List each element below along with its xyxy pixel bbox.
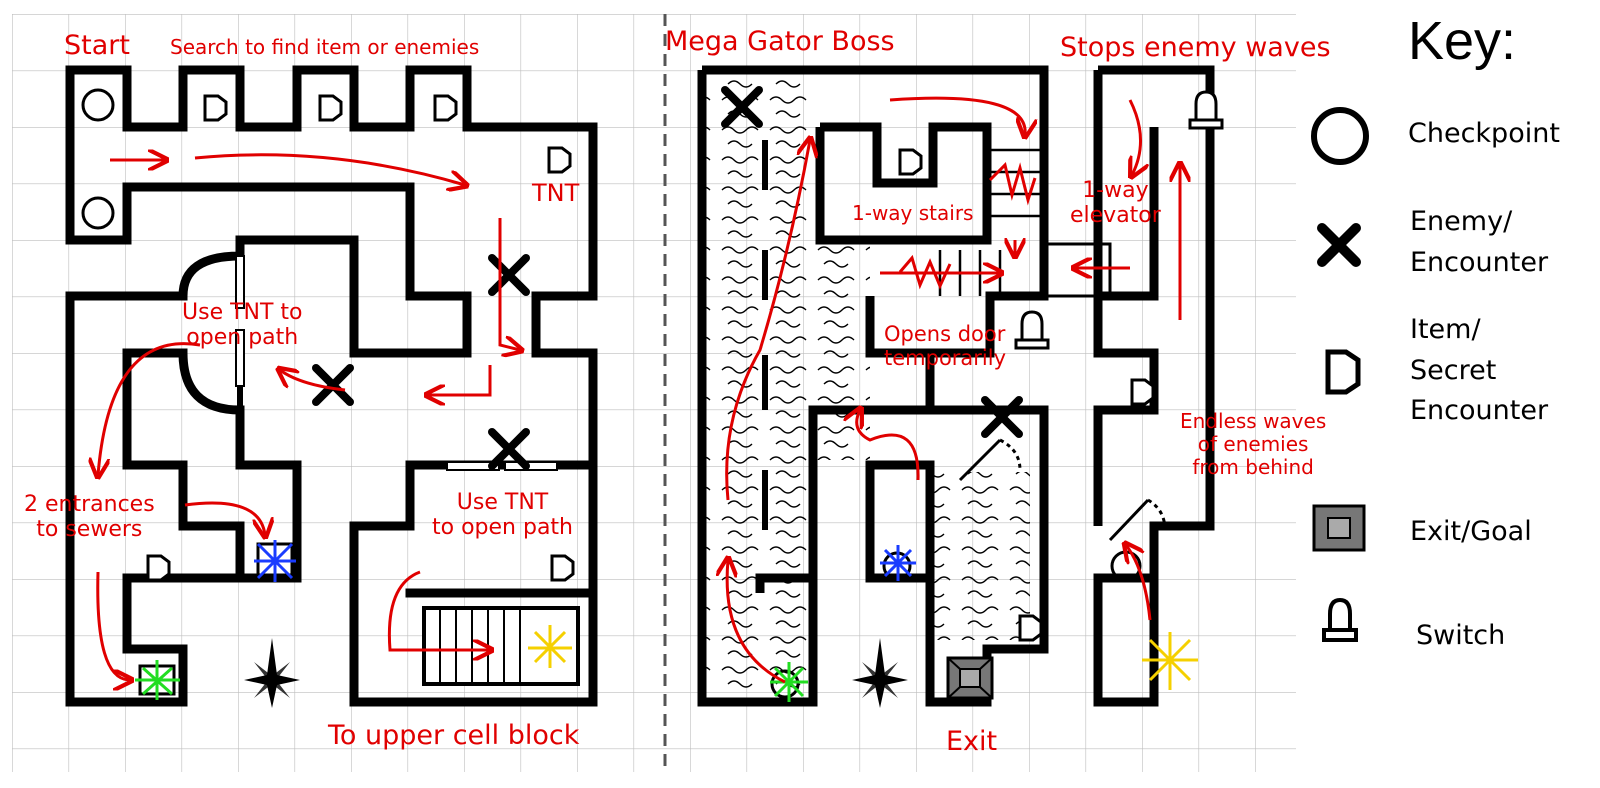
key-label-switch: Switch — [1416, 620, 1506, 651]
switch-icon — [1188, 90, 1224, 130]
switch-icon — [1014, 310, 1050, 350]
stair-zigzags — [898, 162, 1037, 290]
item-icon — [203, 94, 228, 122]
item-icons — [146, 94, 1155, 642]
tnt-breakable-walls — [235, 255, 558, 471]
label-exit: Exit — [946, 726, 998, 757]
enemy-icon — [721, 86, 763, 128]
green-marker — [770, 662, 808, 702]
checkpoint-icon — [1311, 107, 1369, 165]
water-areas — [706, 75, 1030, 695]
enemy-icons — [312, 86, 1023, 470]
label-upper-cell: To upper cell block — [328, 720, 580, 751]
item-icon — [318, 94, 343, 122]
grid-background — [12, 14, 1296, 772]
enemy-icon — [488, 254, 530, 296]
enemy-icon — [488, 428, 530, 470]
yellow-marker — [1142, 632, 1198, 690]
switch-icon — [1322, 597, 1358, 642]
item-icon — [1018, 614, 1043, 642]
checkpoint-icon — [81, 88, 115, 122]
switch-icons — [1014, 90, 1224, 350]
item-icon — [898, 148, 923, 176]
checkpoint-icon — [81, 196, 115, 230]
enemy-icon — [312, 364, 354, 406]
exit-icon — [1312, 504, 1366, 552]
enemy-icon — [981, 396, 1023, 438]
item-icon — [550, 554, 575, 582]
yellow-marker — [528, 625, 572, 668]
colored-markers — [135, 540, 1198, 702]
key-title: Key: — [1408, 11, 1517, 71]
enemy-icon — [1317, 223, 1361, 267]
exit-goal — [946, 656, 994, 700]
checkpoint-icon — [770, 669, 800, 699]
label-boss: Mega Gator Boss — [665, 26, 895, 57]
compass-roses — [244, 638, 908, 708]
label-stairs: 1-way stairs — [852, 201, 974, 225]
green-marker — [135, 660, 180, 700]
label-stops-waves: Stops enemy waves — [1060, 32, 1331, 63]
compass-icon — [244, 638, 300, 708]
item-icon — [1325, 349, 1361, 395]
blue-marker — [880, 545, 916, 581]
blue-marker — [254, 540, 296, 582]
stairs-left — [422, 606, 580, 686]
key-label-exit: Exit/Goal — [1410, 516, 1532, 547]
label-tnt: TNT — [532, 179, 580, 207]
path-arrows — [98, 96, 1180, 682]
compass-icon — [852, 638, 908, 708]
item-icon — [1130, 378, 1155, 406]
key-label-checkpoint: Checkpoint — [1408, 118, 1560, 149]
item-icon — [146, 554, 171, 582]
right-map-walls — [697, 65, 1215, 707]
doors — [958, 438, 1167, 542]
label-search: Search to find item or enemies — [170, 35, 480, 59]
item-icon — [547, 146, 572, 174]
item-icon — [433, 94, 458, 122]
left-map-walls — [65, 65, 598, 707]
key-label-enemy: Enemy/Encounter — [1410, 206, 1549, 278]
label-start: Start — [64, 30, 130, 61]
key-icons — [1311, 107, 1369, 642]
